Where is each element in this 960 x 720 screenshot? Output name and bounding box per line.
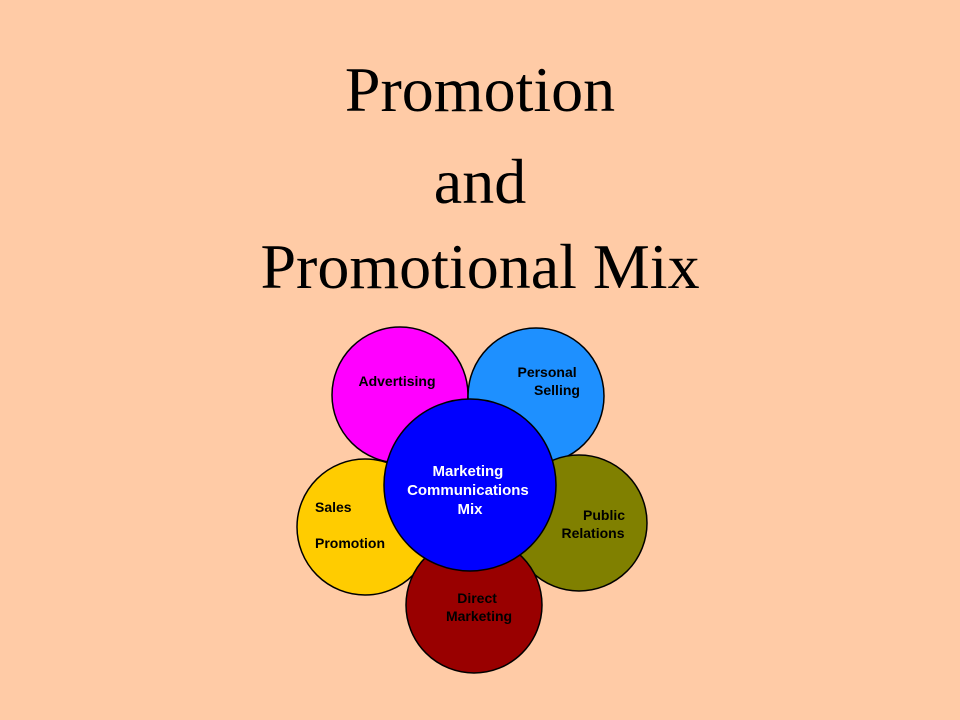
label-personal-selling-line-1: Personal <box>517 364 576 380</box>
label-direct-marketing-line-1: Direct <box>457 590 497 606</box>
label-advertising: Advertising <box>358 373 435 389</box>
label-direct-marketing-line-2: Marketing <box>446 608 512 624</box>
label-center-line-3: Mix <box>457 501 483 518</box>
label-center: Marketing Communications Mix <box>407 463 533 518</box>
center-circle <box>383 398 557 572</box>
label-advertising-line-1: Advertising <box>358 373 435 389</box>
title-line-3: Promotional Mix <box>260 231 700 302</box>
label-public-relations-line-1: Public <box>583 507 625 523</box>
label-personal-selling: Personal Selling <box>517 364 580 398</box>
label-sales-promotion: Sales Promotion <box>315 499 385 551</box>
label-public-relations: Public Relations <box>561 507 628 541</box>
label-personal-selling-line-2: Selling <box>534 382 580 398</box>
title-line-1: Promotion <box>344 54 616 125</box>
label-public-relations-line-2: Relations <box>561 525 624 541</box>
label-sales-promotion-line-1: Sales <box>315 499 352 515</box>
label-sales-promotion-line-2: Promotion <box>315 535 385 551</box>
label-center-line-1: Marketing <box>432 463 503 480</box>
label-direct-marketing: Direct Marketing <box>446 590 512 624</box>
label-center-line-2: Communications <box>407 482 529 499</box>
title-line-2: and <box>433 146 527 217</box>
